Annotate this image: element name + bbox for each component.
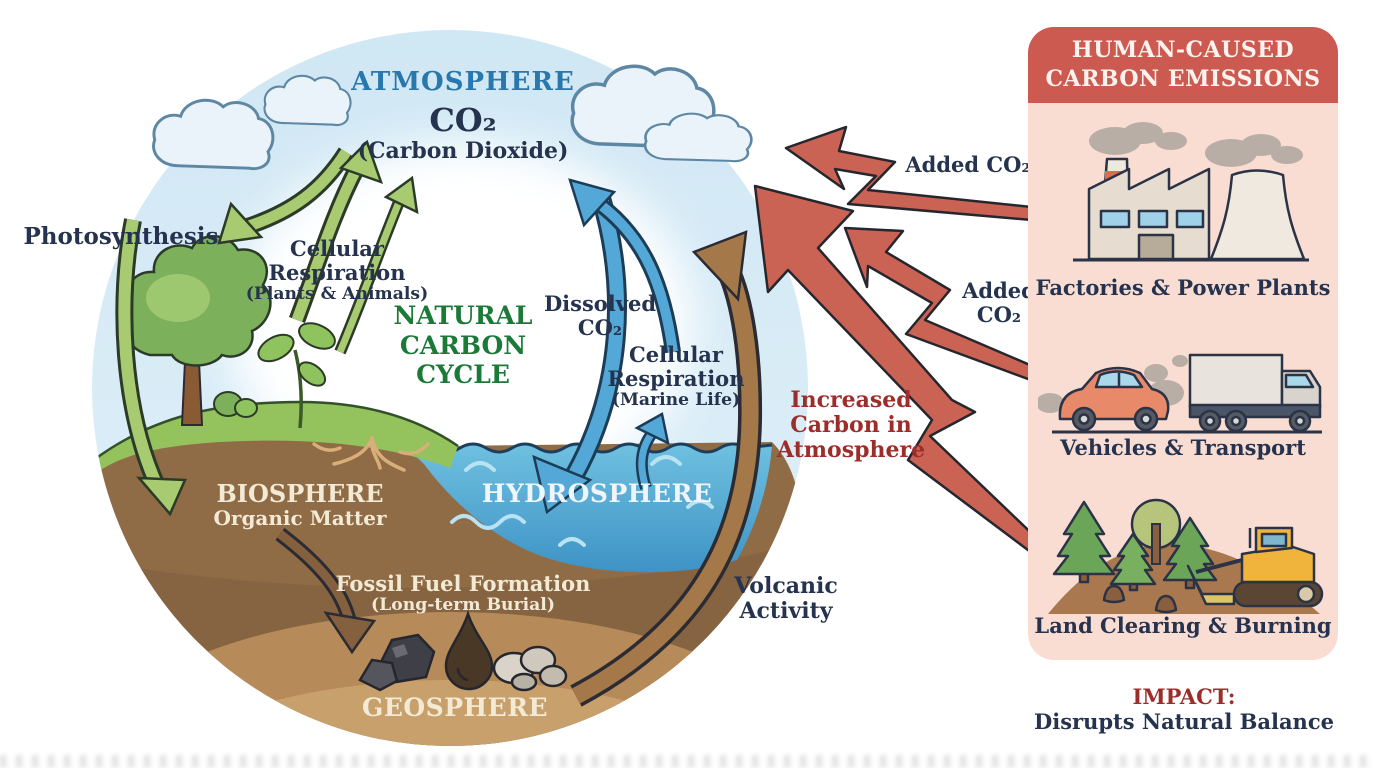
land-clearing-icon	[1048, 498, 1324, 614]
atmosphere-label: ATMOSPHERE	[351, 67, 575, 97]
photosynthesis-arrow	[217, 147, 354, 245]
added-co2-top-label: Added CO₂	[905, 152, 1031, 177]
marine-respiration-arrow	[634, 412, 670, 490]
respiration-up-arrow-2	[334, 175, 419, 355]
factory-icon	[1073, 122, 1309, 262]
human-emissions-panel: HUMAN-CAUSED CARBON EMISSIONS	[1028, 27, 1338, 660]
vehicles-label: Vehicles & Transport	[1060, 435, 1306, 460]
fossil-fuel-label: Fossil Fuel Formation (Long-term Burial)	[335, 571, 591, 615]
water-surface-line	[407, 442, 773, 454]
soil-light-band	[92, 612, 808, 746]
dissolved-co2-label: Dissolved CO₂	[543, 291, 657, 340]
ocean-release-arrow	[568, 178, 681, 354]
cellular-respiration-land-label: Cellular Respiration (Plants & Animals)	[245, 236, 429, 304]
co2-formula: CO₂	[429, 101, 497, 139]
roots-icon	[312, 436, 430, 472]
coal-icon	[358, 633, 436, 692]
natural-carbon-cycle-title: NATURAL CARBON CYCLE	[393, 301, 533, 389]
respiration-up-arrow	[289, 139, 384, 323]
biosphere-label: BIOSPHERE Organic Matter	[213, 479, 387, 531]
cloud-icon	[152, 98, 275, 171]
grass	[92, 402, 458, 478]
panel-header: HUMAN-CAUSED CARBON EMISSIONS	[1028, 27, 1338, 103]
bottom-blur-strip	[0, 755, 1376, 768]
seedling-icon	[257, 322, 336, 429]
vehicles-icon	[1038, 353, 1322, 434]
increased-carbon-label: Increased Carbon in Atmosphere	[776, 387, 926, 464]
land-clearing-label: Land Clearing & Burning	[1034, 613, 1332, 638]
volcanic-activity-arrow	[570, 230, 763, 707]
impact-caption: IMPACT: Disrupts Natural Balance	[1034, 684, 1334, 734]
water	[408, 444, 772, 573]
geosphere-label: GEOSPHERE	[361, 693, 549, 722]
factories-label: Factories & Power Plants	[1035, 275, 1331, 300]
carbon-to-soil-arrow	[115, 218, 187, 517]
carbon-dioxide-label: (Carbon Dioxide)	[357, 138, 569, 164]
dissolved-co2-arrow	[532, 195, 627, 515]
impact-title: IMPACT:	[1132, 684, 1236, 709]
oil-drop-icon	[444, 610, 494, 691]
added-co2-mid-label: Added CO₂	[962, 278, 1036, 327]
hydrosphere-label: HYDROSPHERE	[481, 479, 713, 508]
limestone-icon	[492, 645, 568, 692]
impact-text: Disrupts Natural Balance	[1034, 709, 1334, 735]
cellular-respiration-marine-label: Cellular Respiration (Marine Life)	[607, 342, 745, 410]
volcanic-activity-label: Volcanic Activity	[734, 573, 838, 625]
bush-icon	[213, 391, 258, 418]
wave-marks	[450, 455, 714, 547]
photosynthesis-label: Photosynthesis	[23, 223, 219, 250]
fossil-formation-arrow	[275, 528, 377, 655]
